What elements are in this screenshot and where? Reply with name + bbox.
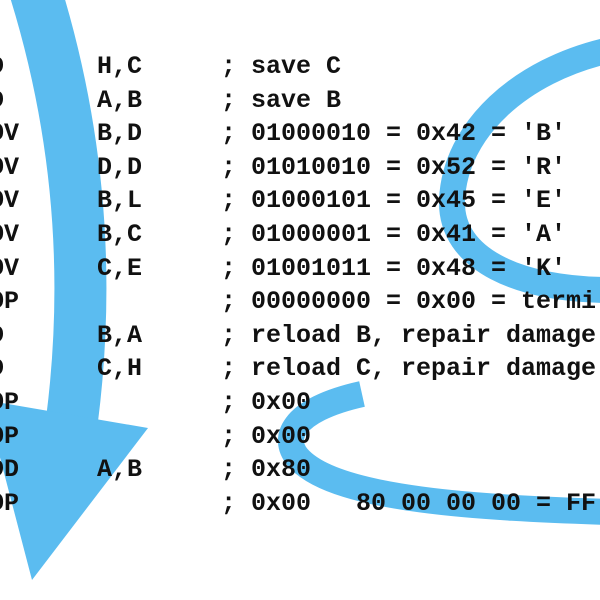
operands: B,C (97, 219, 143, 249)
comment: ; 0x00 80 00 00 00 = FF (221, 488, 597, 518)
comment: ; 01010010 = 0x52 = 'R' (221, 152, 567, 182)
mnemonic: NOP (0, 387, 20, 417)
down-arrow-shaft (10, 0, 107, 424)
mnemonic: MOV (0, 186, 20, 216)
down-arrow-head (0, 402, 148, 580)
mnemonic: MOV (0, 219, 20, 249)
comment: ; reload B, repair damage (221, 320, 597, 350)
comment: ; 00000000 = 0x00 = termi (221, 287, 597, 317)
operands: A,B (97, 455, 143, 485)
comment: ; 01000101 = 0x45 = 'E' (221, 186, 567, 216)
comment: ; save B (221, 85, 342, 115)
mnemonic: NOP (0, 488, 20, 518)
comment: ; reload C, repair damage (221, 354, 597, 384)
comment: ; 0x00 (221, 387, 312, 417)
operands: B,L (97, 186, 143, 216)
operands: C,H (97, 354, 143, 384)
operands: H,C (97, 52, 143, 81)
mnemonic: LD (0, 354, 4, 383)
operands: C,E (97, 253, 143, 283)
comment: ; 01001011 = 0x48 = 'K' (221, 253, 567, 283)
comment: ; 01000001 = 0x41 = 'A' (221, 219, 567, 249)
mnemonic: MOV (0, 119, 20, 149)
lower-swirl-arrow (278, 381, 600, 525)
mnemonic: MOV (0, 253, 20, 283)
mnemonic: NOP (0, 421, 20, 451)
mnemonic: ADD (0, 455, 20, 485)
comment: ; 0x00 (221, 421, 312, 451)
operands: B,A (97, 320, 143, 350)
mnemonic: LD (0, 321, 4, 350)
mnemonic: LD (0, 52, 4, 81)
mnemonic: LD (0, 86, 4, 115)
operands: D,D (97, 152, 143, 182)
operands: B,D (97, 119, 143, 149)
comment: ; save C (221, 52, 342, 81)
mnemonic: NOP (0, 287, 20, 317)
comment: ; 01000010 = 0x42 = 'B' (221, 119, 567, 149)
upper-swirl-arrow (439, 39, 600, 303)
comment: ; 0x80 (221, 455, 312, 485)
operands: A,B (97, 85, 143, 115)
mnemonic: MOV (0, 152, 20, 182)
